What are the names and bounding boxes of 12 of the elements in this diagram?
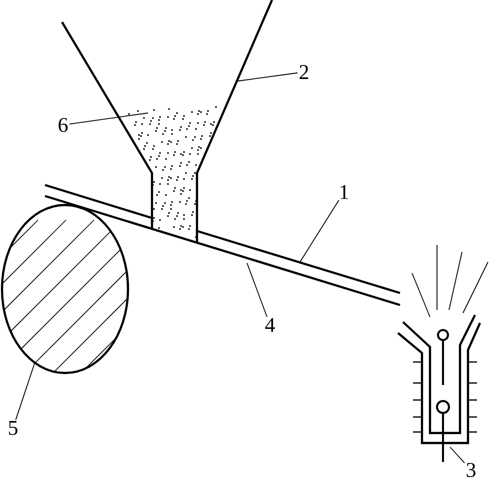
- callout-number: 6: [58, 118, 68, 132]
- leader-line: [300, 200, 340, 262]
- leader-line: [15, 362, 36, 420]
- callout-number: 1: [340, 185, 348, 199]
- callout-number: 2: [300, 65, 308, 79]
- leader-line: [238, 72, 298, 82]
- callout-number: 5: [8, 421, 18, 435]
- callout-number: 3: [466, 462, 476, 478]
- leader-line: [69, 112, 148, 125]
- leader-line: [246, 262, 268, 318]
- leader-line: [450, 446, 465, 464]
- callout-number: 4: [265, 318, 275, 332]
